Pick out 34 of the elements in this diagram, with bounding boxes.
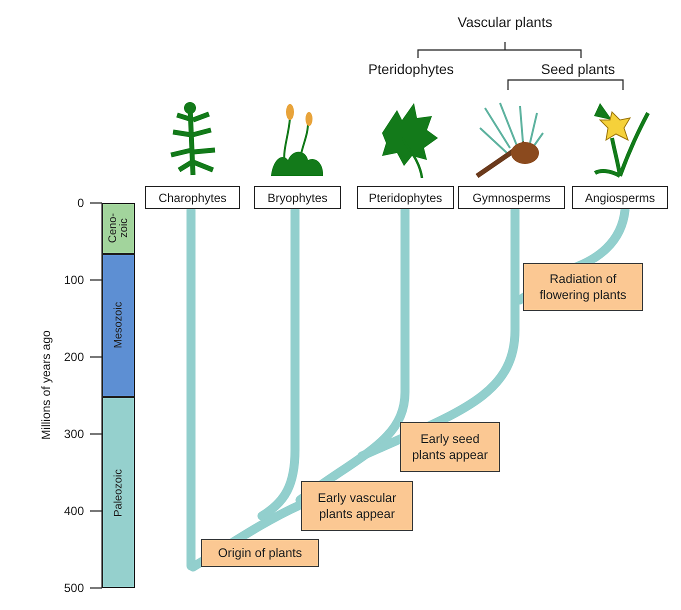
event-callout-box [523, 263, 643, 311]
node-text: Radiation of flowering plants [538, 270, 628, 304]
taxon-label-box [145, 186, 240, 209]
axis-title: Millions of years ago [39, 330, 53, 440]
group-label: Pteridophytes [368, 61, 454, 77]
tick-label: 500 [64, 581, 84, 595]
era-band [102, 397, 135, 588]
era-name: Mesozoic [113, 301, 124, 351]
tick-label: 100 [64, 273, 84, 287]
node-text: Charophytes [158, 190, 227, 204]
event-callout-box [201, 539, 319, 567]
node-text: Pteridophytes [368, 190, 442, 204]
era-name: Ceno- zoic [108, 212, 130, 246]
node-text: Early seed plants appear [411, 430, 489, 464]
event-callout-box [301, 481, 413, 531]
group-label: Seed plants [541, 61, 615, 77]
taxon-label-box [572, 186, 668, 209]
group-label: Vascular plants [458, 14, 552, 30]
node-text: Early vascular plants appear [316, 490, 398, 522]
taxon-label-box [357, 186, 454, 209]
tick-label: 400 [64, 504, 84, 518]
event-callout-box [400, 422, 500, 472]
taxon-label-box [458, 186, 565, 209]
era-band [102, 203, 135, 254]
tick-label: 0 [77, 196, 84, 210]
node-text: Gymnosperms [472, 190, 551, 204]
taxon-label-box [254, 186, 341, 209]
node-text: Bryophytes [267, 190, 328, 204]
era-band [102, 254, 135, 398]
node-text: Origin of plants [218, 544, 302, 562]
era-name: Paleozoic [113, 468, 124, 518]
tick-label: 200 [64, 350, 84, 364]
tick-label: 300 [64, 427, 84, 441]
node-text: Angiosperms [584, 190, 656, 204]
